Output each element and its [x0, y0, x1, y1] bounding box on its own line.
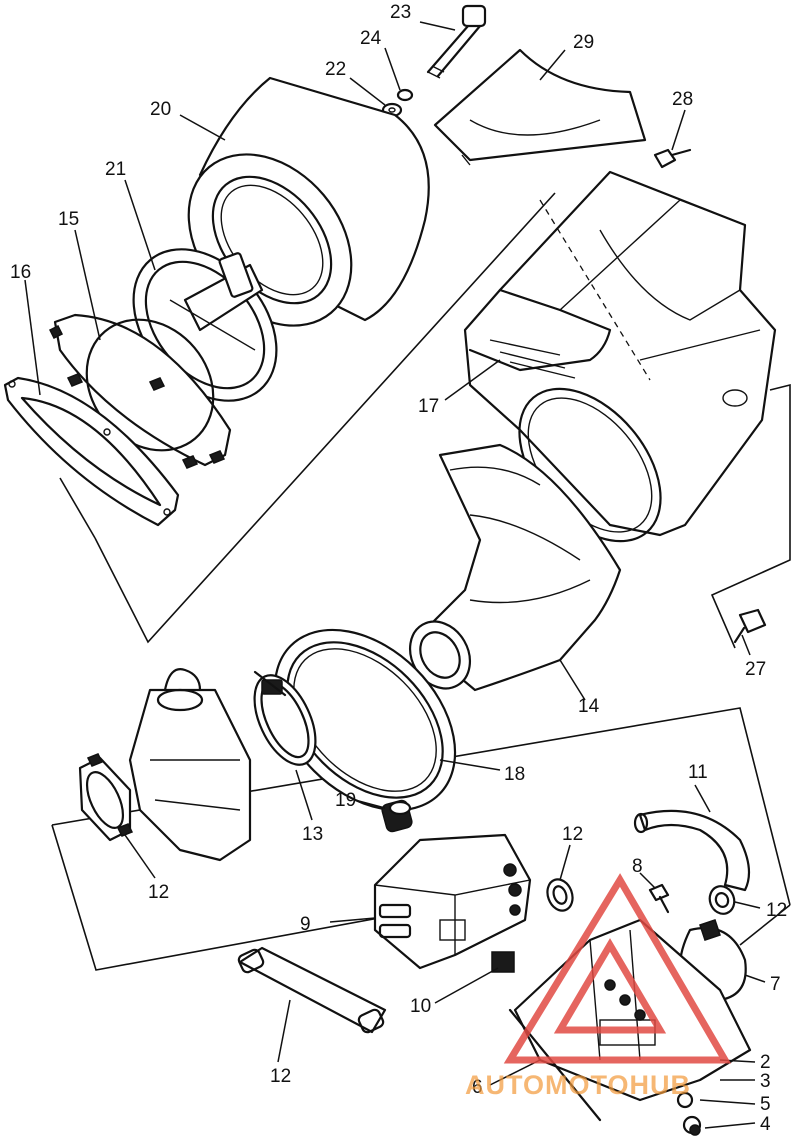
- bracket-27: [710, 383, 791, 649]
- upper-assembly-frame: [59, 192, 556, 644]
- callout-6: 6: [472, 1077, 483, 1098]
- callout-labels: 23 24 22 29 28 20 21 15 16 17 27 14 18 1…: [10, 2, 787, 1135]
- callout-16: 14: [578, 696, 600, 717]
- callout-12-right: 12: [766, 900, 787, 921]
- callout-7: 7: [770, 974, 781, 995]
- bolt-25: [426, 4, 487, 79]
- callout-8: 8: [632, 856, 643, 877]
- screw-28: [653, 148, 692, 169]
- callout-10: 10: [410, 996, 431, 1017]
- watermark-text: AUTOMOTOHUB: [465, 1070, 691, 1100]
- callout-18: 16: [10, 262, 31, 283]
- callout-20: 18: [504, 764, 525, 785]
- callout-11: 11: [688, 762, 708, 783]
- callout-5: 5: [760, 1094, 771, 1115]
- callout-4: 4: [760, 1114, 771, 1135]
- clamp-plate-14: [78, 753, 134, 842]
- callout-29: 29: [573, 32, 594, 53]
- callout-13: 12: [270, 1066, 291, 1087]
- callout-15: 13: [302, 824, 323, 845]
- clamp-ring-20: [273, 628, 457, 812]
- callout-19: 17: [418, 396, 439, 417]
- callout-2: 2: [760, 1052, 771, 1073]
- callout-14: 12: [148, 882, 169, 903]
- plate-17: [48, 313, 232, 469]
- hose-clamp-12a: [546, 878, 574, 912]
- leader-lines: [24, 21, 766, 1129]
- battery-tray: [508, 918, 752, 1136]
- airbox-19: [463, 170, 777, 543]
- bolt-8: [648, 883, 670, 914]
- lower-assembly-frame: [51, 707, 791, 971]
- callout-23: 21: [105, 159, 126, 180]
- callout-21: 19: [335, 790, 356, 811]
- callout-26: 24: [360, 28, 382, 49]
- washer-26: [396, 88, 414, 102]
- callout-17: 15: [58, 209, 79, 230]
- callout-27: 27: [745, 659, 766, 680]
- callout-24: 22: [325, 59, 346, 80]
- carburetor: [128, 668, 252, 862]
- callout-12-left: 12: [562, 824, 583, 845]
- hose-clamp-12b: [708, 885, 736, 915]
- gasket-18: [3, 376, 180, 527]
- bolt-27: [733, 608, 767, 644]
- callout-3: 3: [760, 1071, 771, 1092]
- watermark-logo: AUTOMOTOHUB: [465, 873, 732, 1100]
- battery-strap-13: [237, 946, 387, 1034]
- callout-22: 20: [150, 99, 171, 120]
- cover-29: [433, 48, 647, 166]
- hose-11: [633, 809, 751, 892]
- collar-21: [381, 799, 413, 833]
- battery-box-9: [373, 833, 532, 970]
- callout-28: 28: [672, 89, 693, 110]
- intake-boot-16: [408, 443, 622, 692]
- hose-clamp-15: [253, 670, 317, 766]
- label-10: [491, 951, 515, 973]
- callout-25: 23: [390, 2, 411, 23]
- callout-9: 9: [300, 914, 311, 935]
